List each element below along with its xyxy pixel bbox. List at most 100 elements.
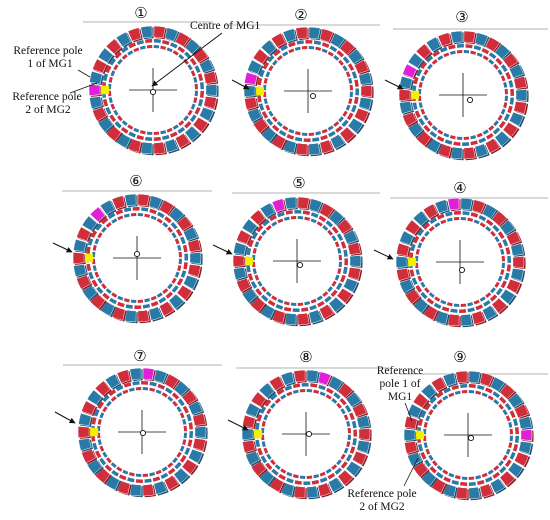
gear-2-outer-magnet-20 [329,134,346,150]
gear-2-mid-segment-25 [320,134,328,141]
gear-8-inner-segment-33 [286,471,293,477]
gear-1-outer-magnet-25 [127,138,142,153]
gear-7-outer-magnet-13 [163,475,180,491]
gear-8-reference-pole-2 [254,429,263,439]
gear-6-mid-segment-14 [180,236,186,245]
gear-3-inner-segment-33 [443,132,450,138]
gear-5-inner-segment-5 [261,229,267,236]
gear-4-outer-magnet-15 [471,310,486,325]
gear-4-mid-segment-26 [433,302,442,309]
gear-5-inner-segment-33 [277,298,284,304]
gear-3-inner-segment-23 [500,108,506,115]
gear-1-outer-magnet-19 [192,116,209,133]
gear-9-mid-segment-21 [443,476,451,483]
gear-2-outer-magnet-6 [282,28,297,43]
pointer-arrow-6 [52,242,73,253]
gear-9-inner-segment-6 [436,399,443,405]
gear-7-mid-segment-18 [174,461,182,470]
gear-9-mid-segment-1 [468,384,476,389]
gear-2-inner-segment-37 [268,110,274,117]
gear-6-mid-segment-9 [149,208,157,215]
gear-4-mid-segment-19 [489,294,498,302]
gear-3-mid-segment-31 [423,124,431,133]
gear-3-inner-segment-26 [488,125,495,131]
gear-1-outer-magnet-4 [97,47,114,64]
gear-8-mid-segment-6 [318,384,326,391]
gear-4-inner-segment-8 [440,219,447,225]
gear-4-mid-segment-1 [422,222,431,230]
gear-9-inner-segment-12 [475,390,482,395]
gear-9-outer-magnet-26 [489,376,506,392]
gear-5-mid-segment-15 [344,258,349,266]
gear-panel-2 [243,26,374,157]
gear-3-outer-magnet-12 [508,63,524,79]
gear-1-outer-magnet-23 [153,141,166,155]
gear-6-mid-segment-13 [175,228,183,237]
gear-5-mid-segment-34 [246,247,252,256]
gear-4-outer-magnet-19 [422,305,439,321]
gear-8-mid-segment-36 [269,393,278,401]
gear-3-mid-segment-11 [481,48,490,55]
gear-1-mg1-centre-marker [149,88,157,96]
gear-6-inner-segment-18 [174,238,180,245]
gear-3-outer-magnet-18 [494,130,511,147]
gear-8-inner-segment-17 [340,408,346,415]
gear-4-mid-segment-14 [507,255,511,263]
gear-6-mid-segment-18 [180,270,187,278]
gear-6-mg1-centre-marker [133,250,141,258]
gear-6-inner-segment-24 [171,277,177,284]
gear-5-mid-segment-36 [251,231,259,240]
gear-5-inner-segment-18 [334,241,340,248]
gear-4-mid-segment-13 [505,247,511,255]
gear-1-reference-pole-1 [88,84,101,96]
gear-8-inner-segment-29 [313,474,320,479]
gear-9-outer-magnet-30 [518,415,532,429]
gear-3-inner-segment-34 [437,129,444,135]
gear-3-outer-magnet-30 [399,75,413,89]
gear-1-inner-segment-25 [183,115,189,122]
gear-5-inner-segment-19 [337,247,342,254]
gear-2-reference-pole-1 [244,71,258,85]
gear-8-mid-segment-22 [303,481,311,486]
gear-7-inner-segment-29 [149,472,156,477]
gear-8-inner-segment-13 [319,391,326,397]
gear-9-inner-segment-11 [468,390,475,394]
gear-1-outer-magnet-11 [174,31,191,47]
gear-1-outer-magnet-8 [140,25,153,39]
gear-7-outer-magnet-30 [129,367,142,381]
gear-1-inner-segment-30 [153,131,160,135]
gear-4-inner-segment-15 [485,226,492,232]
gear-2-mid-segment-18 [355,88,360,96]
gear-5-mid-segment-32 [246,265,251,273]
gear-6-outer-magnet-4 [124,193,137,207]
gear-6-inner-segment-3 [94,238,100,245]
gear-6-outer-magnet-15 [176,284,193,301]
gear-3-inner-segment-3 [420,75,426,82]
gear-1-outer-magnet-17 [203,96,217,110]
gear-8-mid-segment-16 [345,454,353,462]
gear-1-mid-segment-32 [114,121,122,129]
gear-3-outer-magnet-21 [463,146,476,160]
gear-9-outer-magnet-9 [455,486,468,500]
gear-3-inner-segment-30 [463,136,470,140]
gear-2-inner-segment-22 [348,98,353,105]
gear-8-inner-segment-26 [331,464,338,470]
gear-2-inner-segment-15 [333,55,340,61]
gear-3-mid-segment-13 [495,57,503,66]
gear-3-mid-segment-2 [416,68,423,77]
gear-7-outer-magnet-25 [81,400,97,416]
gear-8-mid-segment-4 [301,382,309,387]
gear-9-inner-segment-24 [502,454,508,461]
gear-5-mid-segment-24 [292,308,300,313]
gear-5-mid-segment-16 [342,266,348,275]
gear-6-outer-magnet-8 [168,206,185,223]
gear-5-inner-segment-38 [254,274,260,281]
gear-1-mid-segment-2 [102,73,109,81]
gear-7-outer-magnet-22 [78,438,92,452]
gear-1-inner-segment-27 [172,124,179,130]
gear-7-inner-segment-35 [110,462,117,468]
gear-1-inner-segment-29 [160,130,167,135]
gear-5-outer-magnet-19 [271,309,286,324]
gear-7-outer-magnet-21 [81,448,97,464]
gear-1-outer-magnet-10 [164,27,179,42]
